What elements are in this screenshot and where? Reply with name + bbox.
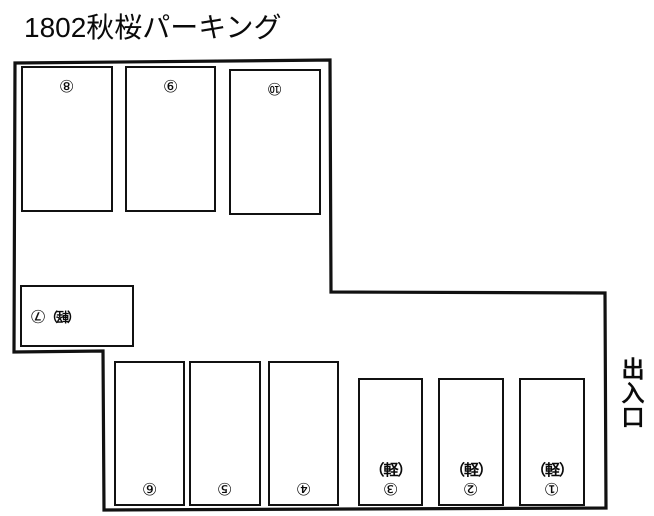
stall-number: ⑨: [162, 76, 179, 95]
stall-6-label: ⑥: [116, 479, 183, 498]
parking-stall-6[interactable]: ⑥: [114, 361, 185, 506]
stall-number: ⑤: [217, 479, 233, 498]
stall-3-label: ③: [360, 479, 421, 498]
stall-number: ⑧: [59, 76, 75, 95]
kei-car-tag: （軽）: [530, 462, 574, 479]
stall-number: ⑦: [30, 306, 47, 326]
stall-1-label: ①: [521, 479, 583, 498]
parking-stall-2[interactable]: （軽） ②: [438, 378, 504, 506]
parking-stall-7[interactable]: ⑦ （軽）: [20, 285, 134, 347]
stall-5-label: ⑤: [191, 479, 259, 498]
kei-car-tag: （軽）: [369, 462, 412, 479]
parking-stall-3[interactable]: （軽） ③: [358, 378, 423, 506]
parking-stall-8[interactable]: ⑧: [21, 66, 113, 212]
stall-number: ②: [463, 479, 479, 498]
stall-number: ⑩: [267, 79, 283, 98]
stall-10-label: ⑩: [231, 79, 319, 98]
kei-car-tag: （軽）: [449, 462, 493, 479]
stall-7-label: ⑦ （軽）: [30, 306, 81, 326]
stall-4-label: ④: [270, 479, 337, 498]
stall-9-label: ⑨: [127, 76, 214, 95]
parking-stall-1[interactable]: （軽） ①: [519, 378, 585, 506]
parking-stall-10[interactable]: ⑩: [229, 69, 321, 215]
parking-stall-5[interactable]: ⑤: [189, 361, 261, 506]
stall-8-label: ⑧: [23, 76, 111, 95]
stall-2-label: ②: [440, 479, 502, 498]
stall-number: ③: [382, 479, 399, 498]
stall-number: ①: [544, 479, 560, 498]
entrance-exit-label: 出入口: [618, 357, 644, 429]
stall-number: ④: [295, 479, 312, 498]
parking-stall-4[interactable]: ④: [268, 361, 339, 506]
stall-number: ⑥: [141, 479, 158, 498]
page-title: 1802秋桜パーキング: [24, 12, 282, 43]
kei-car-tag: （軽）: [47, 308, 81, 324]
parking-stall-9[interactable]: ⑨: [125, 66, 216, 212]
